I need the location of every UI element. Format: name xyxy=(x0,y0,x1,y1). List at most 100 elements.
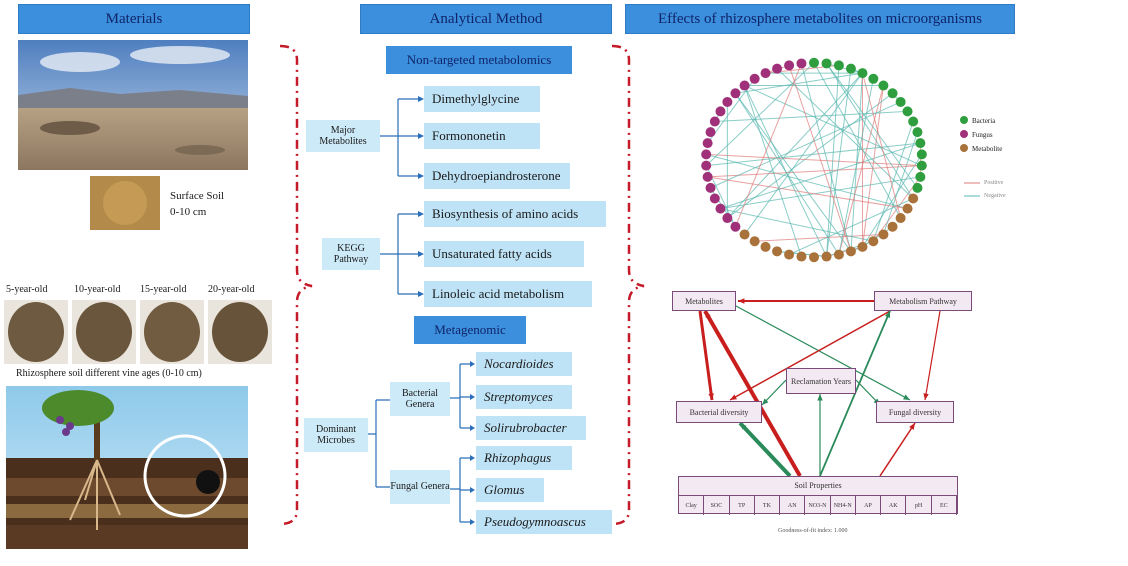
soil-var-4: AN xyxy=(780,496,806,515)
network-node-fungus xyxy=(730,88,741,99)
metabolite-dehydroepiandrosterone: Dehydroepiandrosterone xyxy=(424,163,570,189)
network-edge xyxy=(788,65,852,252)
network-node-fungus xyxy=(739,80,750,91)
sem-arrow-soil-fungal xyxy=(879,422,916,477)
legend-negative: Negative xyxy=(984,193,1006,199)
legend-positive: Positive xyxy=(984,180,1004,186)
dominant-microbes-box: Dominant Microbes xyxy=(304,418,368,452)
network-edge xyxy=(720,208,874,242)
network-node-fungus xyxy=(709,116,720,127)
network-edge xyxy=(838,85,884,255)
legend-bacteria: Bacteria xyxy=(972,117,996,125)
network-edge xyxy=(714,110,908,123)
network-edge xyxy=(826,65,840,257)
metabolite-formononetin: Formononetin xyxy=(424,123,540,149)
network-edge xyxy=(710,101,901,189)
network-node-bacteria xyxy=(915,171,926,182)
genus-streptomyces: Streptomyces xyxy=(476,385,572,409)
network-node-fungus xyxy=(772,63,783,74)
soil-var-0: Clay xyxy=(679,496,705,515)
network-edge xyxy=(707,165,922,178)
network-node-fungus xyxy=(701,160,712,171)
sem-arrow-pathway-fungal-head xyxy=(923,393,929,400)
sem-arrow-metabolites-bacterial xyxy=(698,310,714,401)
network-node-fungus xyxy=(702,171,713,182)
kegg-linoleic-acid: Linoleic acid metabolism xyxy=(424,281,592,307)
sem-arrow-years-bacterial-head xyxy=(762,398,769,405)
network-edge xyxy=(735,72,863,94)
network-node-fungus xyxy=(709,193,720,204)
network-node-fungus xyxy=(701,149,712,160)
sem-arrow-soil-metabolites xyxy=(703,310,802,477)
network-node-fungus xyxy=(760,68,771,79)
sem-arrow-metabolites-bacterial-head xyxy=(708,393,714,400)
effects-header: Effects of rhizosphere metabolites on mi… xyxy=(625,4,1015,34)
sem-arrow-soil-fungal-head xyxy=(909,423,915,430)
rhizosphere-soil-photos xyxy=(4,300,272,364)
network-edge xyxy=(776,68,914,199)
network-node-bacteria xyxy=(916,149,927,160)
sem-reclamation-years: Reclamation Years xyxy=(786,368,856,394)
network-node-fungus xyxy=(715,106,726,117)
soil-var-8: AK xyxy=(881,496,907,515)
legend-metabolite-dot xyxy=(960,144,968,152)
network-node-metabolite xyxy=(857,241,868,252)
sem-arrow-pathway-fungal xyxy=(924,310,941,401)
network-node-metabolite xyxy=(833,249,844,260)
network-node-fungus xyxy=(722,96,733,107)
network-node-bacteria xyxy=(902,106,913,117)
soil-var-9: pH xyxy=(906,496,932,515)
network-node-metabolite xyxy=(887,221,898,232)
legend-fungus-dot xyxy=(960,130,968,138)
kegg-pathway-box: KEGG Pathway xyxy=(322,238,380,270)
network-edge xyxy=(744,85,802,257)
network-node-metabolite xyxy=(749,236,760,247)
network-edge xyxy=(720,176,921,210)
landscape-photo xyxy=(18,40,248,170)
soil-var-1: SOC xyxy=(704,496,730,515)
network-node-bacteria xyxy=(908,116,919,127)
network-edge xyxy=(882,131,918,235)
network-edge xyxy=(707,176,908,210)
network-node-metabolite xyxy=(821,251,832,262)
network-node-metabolite xyxy=(739,229,750,240)
genus-nocardioides: Nocardioides xyxy=(476,352,572,376)
network-edge xyxy=(826,63,914,199)
network-node-bacteria xyxy=(868,73,879,84)
network-edge xyxy=(838,78,874,255)
network-node-fungus xyxy=(796,58,807,69)
network-edge xyxy=(727,72,863,219)
network-edge xyxy=(862,154,923,248)
network-node-bacteria xyxy=(845,63,856,74)
method-header: Analytical Method xyxy=(360,4,612,34)
fungal-genera-box: Fungal Genera xyxy=(390,470,450,504)
legend-metabolite: Metabolite xyxy=(972,145,1003,153)
kegg-unsaturated-fatty-acids: Unsaturated fatty acids xyxy=(424,241,584,267)
soil-properties-title: Soil Properties xyxy=(679,477,957,496)
network-node-metabolite xyxy=(868,236,879,247)
network-node-metabolite xyxy=(784,249,795,260)
network-node-fungus xyxy=(705,182,716,193)
genus-solirubrobacter: Solirubrobacter xyxy=(476,416,586,440)
surface-soil-label: Surface Soil xyxy=(170,190,225,202)
network-edge xyxy=(705,62,815,167)
metagenomic-header: Metagenomic xyxy=(414,316,526,344)
kegg-amino-acids: Biosynthesis of amino acids xyxy=(424,201,606,227)
sem-arrow-soil-years-head xyxy=(817,394,823,401)
network-edge xyxy=(813,62,902,219)
network-edge xyxy=(706,153,922,167)
network-node-bacteria xyxy=(912,182,923,193)
network-edge xyxy=(706,142,921,167)
network-node-fungus xyxy=(784,60,795,71)
network-node-metabolite xyxy=(908,193,919,204)
sem-arrow-soil-pathway-head xyxy=(884,311,890,318)
sem-metabolites: Metabolites xyxy=(672,291,736,311)
network-edge xyxy=(861,73,902,219)
network-node-fungus xyxy=(702,138,713,149)
sem-arrow-metabolites-fungal xyxy=(735,305,911,401)
soil-var-7: AP xyxy=(856,496,882,515)
nontargeted-header: Non-targeted metabolomics xyxy=(386,46,572,74)
surface-soil-depth: 0-10 cm xyxy=(170,206,207,218)
genus-glomus: Glomus xyxy=(476,478,544,502)
